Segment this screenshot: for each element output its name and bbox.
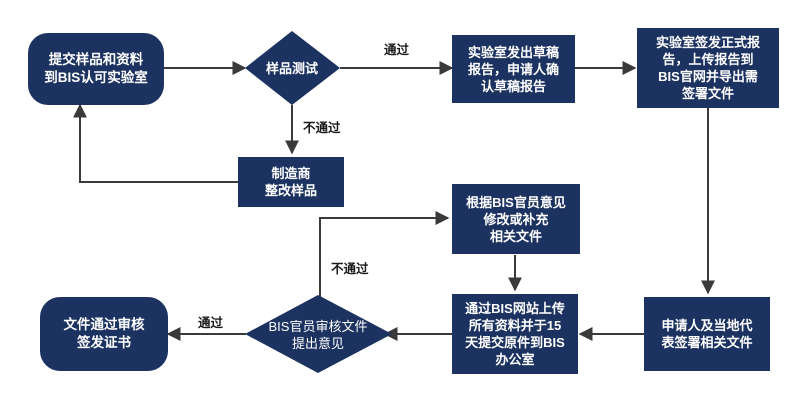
arrow-review-to-revise: [319, 211, 450, 300]
node-draft-report[interactable]: 实验室发出草稿 报告，申请人确 认草稿报告: [452, 35, 575, 103]
node-sign-documents[interactable]: 申请人及当地代 表签署相关文件: [644, 297, 770, 371]
node-upload-documents[interactable]: 通过BIS网站上传 所有资料并于15 天提交原件到BIS 办公室: [452, 294, 578, 374]
decision-diamond-review: [245, 295, 392, 373]
node-formal-report[interactable]: 实验室签发正式报 告，上传报告到 BIS官网并导出需 签署文件: [637, 28, 779, 108]
node-revise-documents[interactable]: 根据BIS官员意见 修改或补充 相关文件: [452, 184, 580, 254]
decision-diamond-test: [245, 31, 340, 105]
node-submit-samples[interactable]: 提交样品和资料 到BIS认可实验室: [28, 33, 164, 105]
node-rectify-samples[interactable]: 制造商 整改样品: [238, 157, 344, 207]
edge-label-test-fail: 不通过: [301, 121, 343, 135]
node-bis-review-label[interactable]: BIS官员审核文件 提出意见: [268, 319, 368, 351]
arrow-rectify-to-submit: [73, 103, 238, 183]
edge-label-test-pass: 通过: [382, 43, 412, 57]
node-issue-certificate[interactable]: 文件通过审核 签发证书: [40, 297, 168, 371]
edge-label-review-fail: 不通过: [329, 262, 371, 276]
node-sample-test-label[interactable]: 样品测试: [265, 60, 318, 76]
edge-label-review-pass: 通过: [196, 316, 226, 330]
